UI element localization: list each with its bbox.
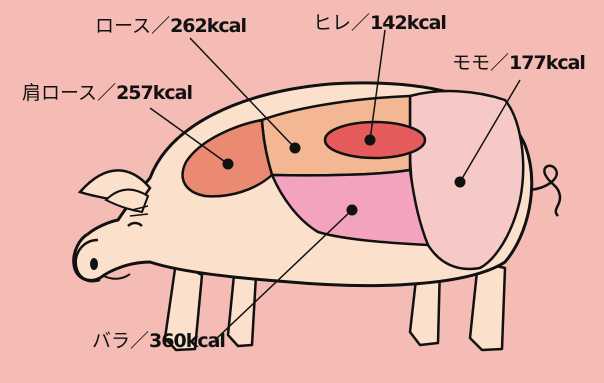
separator: ／ — [151, 15, 170, 37]
pig-mouth — [104, 274, 130, 279]
cut-kcal: 262kcal — [170, 15, 246, 37]
cut-kcal: 177kcal — [509, 52, 585, 74]
separator: ／ — [130, 330, 149, 352]
pig-tail — [530, 166, 560, 216]
cut-kcal: 360kcal — [149, 330, 225, 352]
separator: ／ — [351, 12, 370, 34]
marker-fillet — [365, 135, 376, 146]
marker-kata-loin — [223, 159, 234, 170]
cut-name: モモ — [452, 52, 490, 74]
label-momo: モモ／177kcal — [452, 52, 585, 74]
marker-bara — [347, 205, 358, 216]
cut-kcal: 257kcal — [116, 82, 192, 104]
cut-name: 肩ロース — [22, 82, 97, 104]
pig-nostril — [90, 258, 98, 270]
separator: ／ — [97, 82, 116, 104]
cut-name: ロース — [95, 15, 151, 37]
separator: ／ — [490, 52, 509, 74]
label-bara: バラ／360kcal — [92, 330, 225, 352]
cut-kcal: 142kcal — [370, 12, 446, 34]
label-loin: ロース／262kcal — [95, 15, 246, 37]
cut-name: ヒレ — [313, 12, 351, 34]
label-fillet: ヒレ／142kcal — [313, 12, 446, 34]
marker-momo — [455, 177, 466, 188]
cut-name: バラ — [92, 330, 130, 352]
label-kata-loin: 肩ロース／257kcal — [22, 82, 192, 104]
marker-loin — [290, 143, 301, 154]
